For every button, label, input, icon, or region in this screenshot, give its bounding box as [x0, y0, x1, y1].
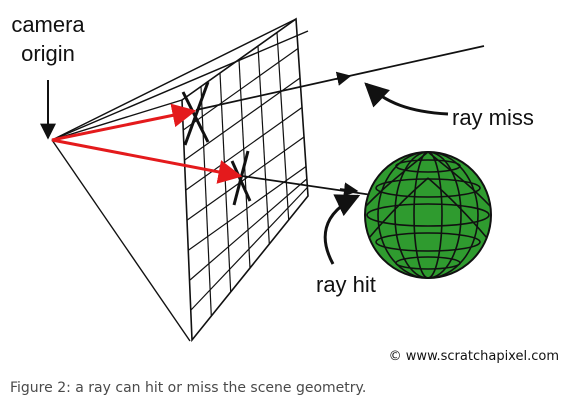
curved-arrow-icon	[364, 82, 449, 116]
camera-origin-label-line-2: origin	[21, 41, 75, 66]
image-plane-grid	[181, 17, 309, 343]
red-ray-through-lower-pixel	[51, 138, 243, 184]
curved-arrow-icon	[323, 194, 361, 265]
sphere-geometry	[364, 151, 492, 279]
ray-hit-label: ray hit	[316, 272, 376, 297]
ray-miss-direction-arrow	[335, 71, 352, 86]
camera-frustum	[51, 18, 309, 342]
credit-label: © www.scratchapixel.com	[389, 349, 559, 364]
ray-hit-direction-arrow	[339, 182, 359, 197]
ray-miss-label: ray miss	[452, 105, 534, 130]
figure-caption: Figure 2: a ray can hit or miss the scen…	[10, 380, 367, 396]
ray-casting-diagram: camera origin ray mis	[11, 12, 559, 364]
camera-origin-label-line-1: camera	[11, 12, 85, 37]
red-ray-through-upper-pixel	[51, 103, 197, 142]
